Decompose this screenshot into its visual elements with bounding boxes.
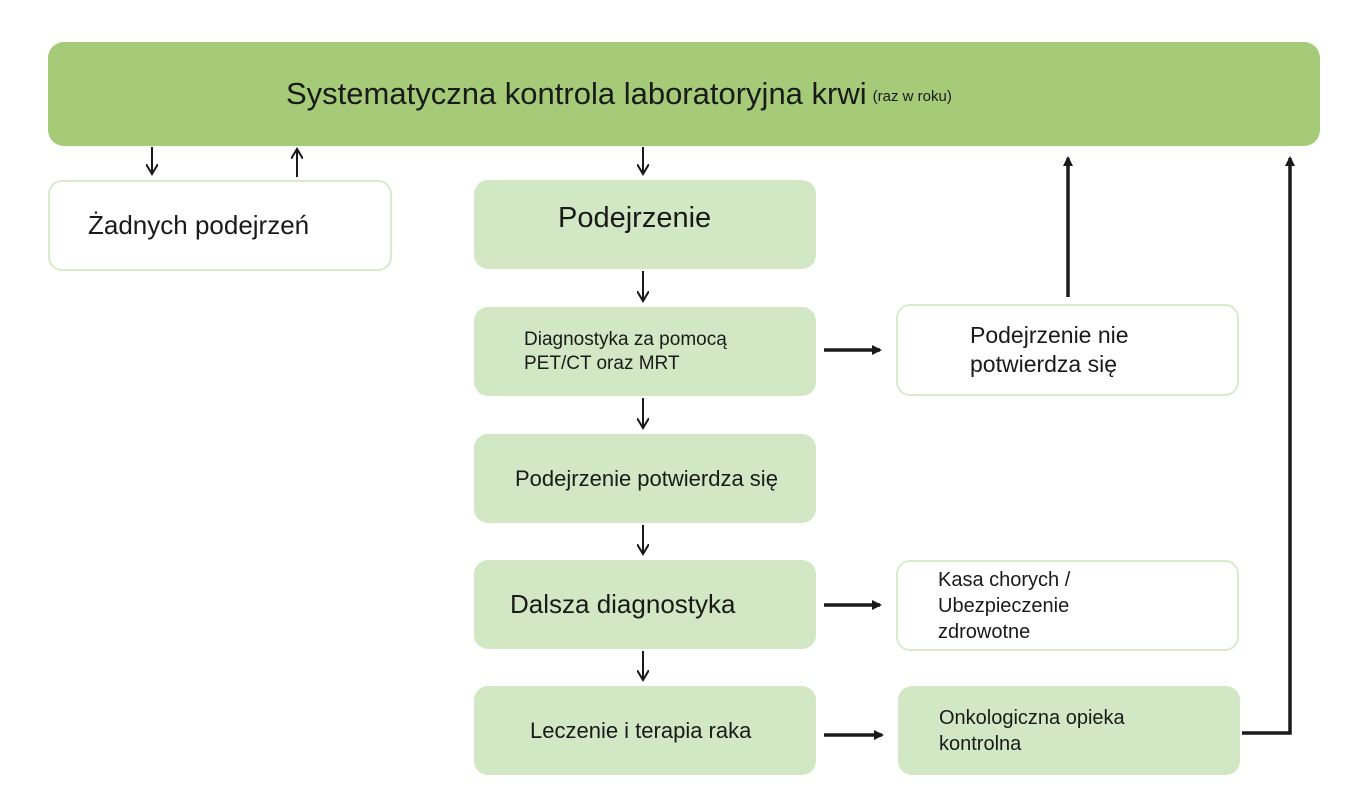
suspicion-label: Podejrzenie [558,202,712,234]
suspicion-box: Podejrzenie [474,180,816,269]
not-confirmed-label: Podejrzenie nie potwierdza się [970,322,1129,377]
insurance-label: Kasa chorych / Ubezpieczenie zdrowotne [938,568,1071,643]
annual-blood-test-box: Systematyczna kontrola laboratoryjna krw… [48,42,1320,146]
insurance-box: Kasa chorych / Ubezpieczenie zdrowotne [896,560,1239,651]
no-suspicion-box: Żadnych podejrzeń [48,180,392,271]
top-title: Systematyczna kontrola laboratoryjna krw… [286,76,867,111]
treatment-box: Leczenie i terapia raka [474,686,816,775]
aftercare-box: Onkologiczna opieka kontrolna [898,686,1240,775]
arrow-aftercare-to-top [1242,156,1295,735]
not-confirmed-box: Podejrzenie nie potwierdza się [896,304,1239,396]
further-diagnostics-box: Dalsza diagnostyka [474,560,816,649]
confirmed-label: Podejrzenie potwierdza się [515,465,778,491]
top-subtitle: (raz w roku) [872,87,952,105]
confirmed-box: Podejrzenie potwierdza się [474,434,816,523]
aftercare-label: Onkologiczna opieka kontrolna [939,706,1125,755]
diagnostics-box: Diagnostyka za pomocą PET/CT oraz MRT [474,307,816,396]
no-suspicion-label: Żadnych podejrzeń [88,210,310,240]
treatment-label: Leczenie i terapia raka [530,718,752,743]
further-diagnostics-label: Dalsza diagnostyka [510,589,736,619]
diagnostics-label: Diagnostyka za pomocą PET/CT oraz MRT [524,328,727,374]
